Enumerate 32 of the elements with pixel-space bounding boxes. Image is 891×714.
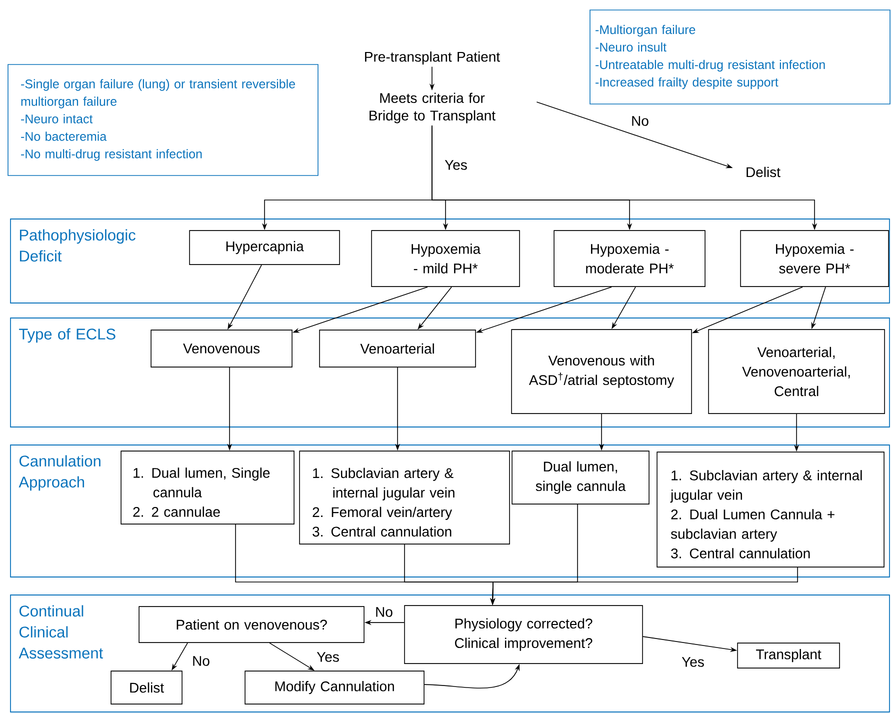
band-heading: Continual Clinical Assessment (18, 605, 103, 659)
process-box: Hypoxemia - mild PH* (371, 230, 520, 287)
band-heading: Pathophysiologic Deficit (20, 229, 136, 262)
edge-label: No (630, 115, 650, 127)
process-box: Transplant (737, 642, 840, 668)
process-box: Patient on venovenous? (138, 606, 364, 643)
process-box: 1. Subclavian artery & internal jugular vein 2. Dual Lumen Cannula + subclavian artery 3. Central cannulation (656, 452, 884, 568)
edge-label: No (374, 606, 394, 618)
process-box: Venovenous with ASD$^{†}$/atrial septostomy (511, 329, 692, 414)
flow-text: Pre-transplant Patient (365, 51, 500, 65)
process-box: Hypoxemia - severe PH* (740, 230, 889, 287)
process-box: Venoarterial, Venovenoarterial, Central (708, 329, 885, 414)
process-box: Hypercapnia (189, 230, 340, 265)
edge-label: Yes (316, 651, 340, 663)
edge-label: No (191, 655, 211, 667)
process-box: Venovenous (150, 330, 292, 368)
band-heading: Type of ECLS (19, 328, 116, 343)
flow-text: Delist (746, 166, 780, 178)
edge-label: Yes (680, 656, 706, 668)
edge-label: Yes (444, 159, 468, 171)
process-box: Dual lumen, single cannula (512, 450, 650, 504)
criteria-box: -Multiorgan failure -Neuro insult -Untreatable multi-drug resistant infection -Increased frailty despite support (590, 10, 890, 104)
process-box: Hypoxemia - moderate PH* (554, 230, 706, 287)
process-box: Modify Cannulation (244, 670, 424, 704)
process-box: Physiology corrected? Clinical improvement? (404, 605, 643, 664)
process-box: 1. Subclavian artery & internal jugular vein 2. Femoral vein/artery 3. Central cannulation (299, 450, 510, 544)
process-box: 1. Dual lumen, Single cannula 2. 2 cannulae (120, 450, 294, 524)
criteria-box: -Single organ failure (lung) or transient reversible multiorgan failure -Neuro intact -No bacteremia -No multi-drug resistant infection (8, 64, 318, 176)
band-heading: Cannulation Approach (18, 455, 100, 491)
process-box: Venoarterial (319, 330, 476, 368)
process-box: Delist (110, 670, 182, 704)
flow-text: Meets criteria for Bridge to Transplant (370, 92, 496, 124)
